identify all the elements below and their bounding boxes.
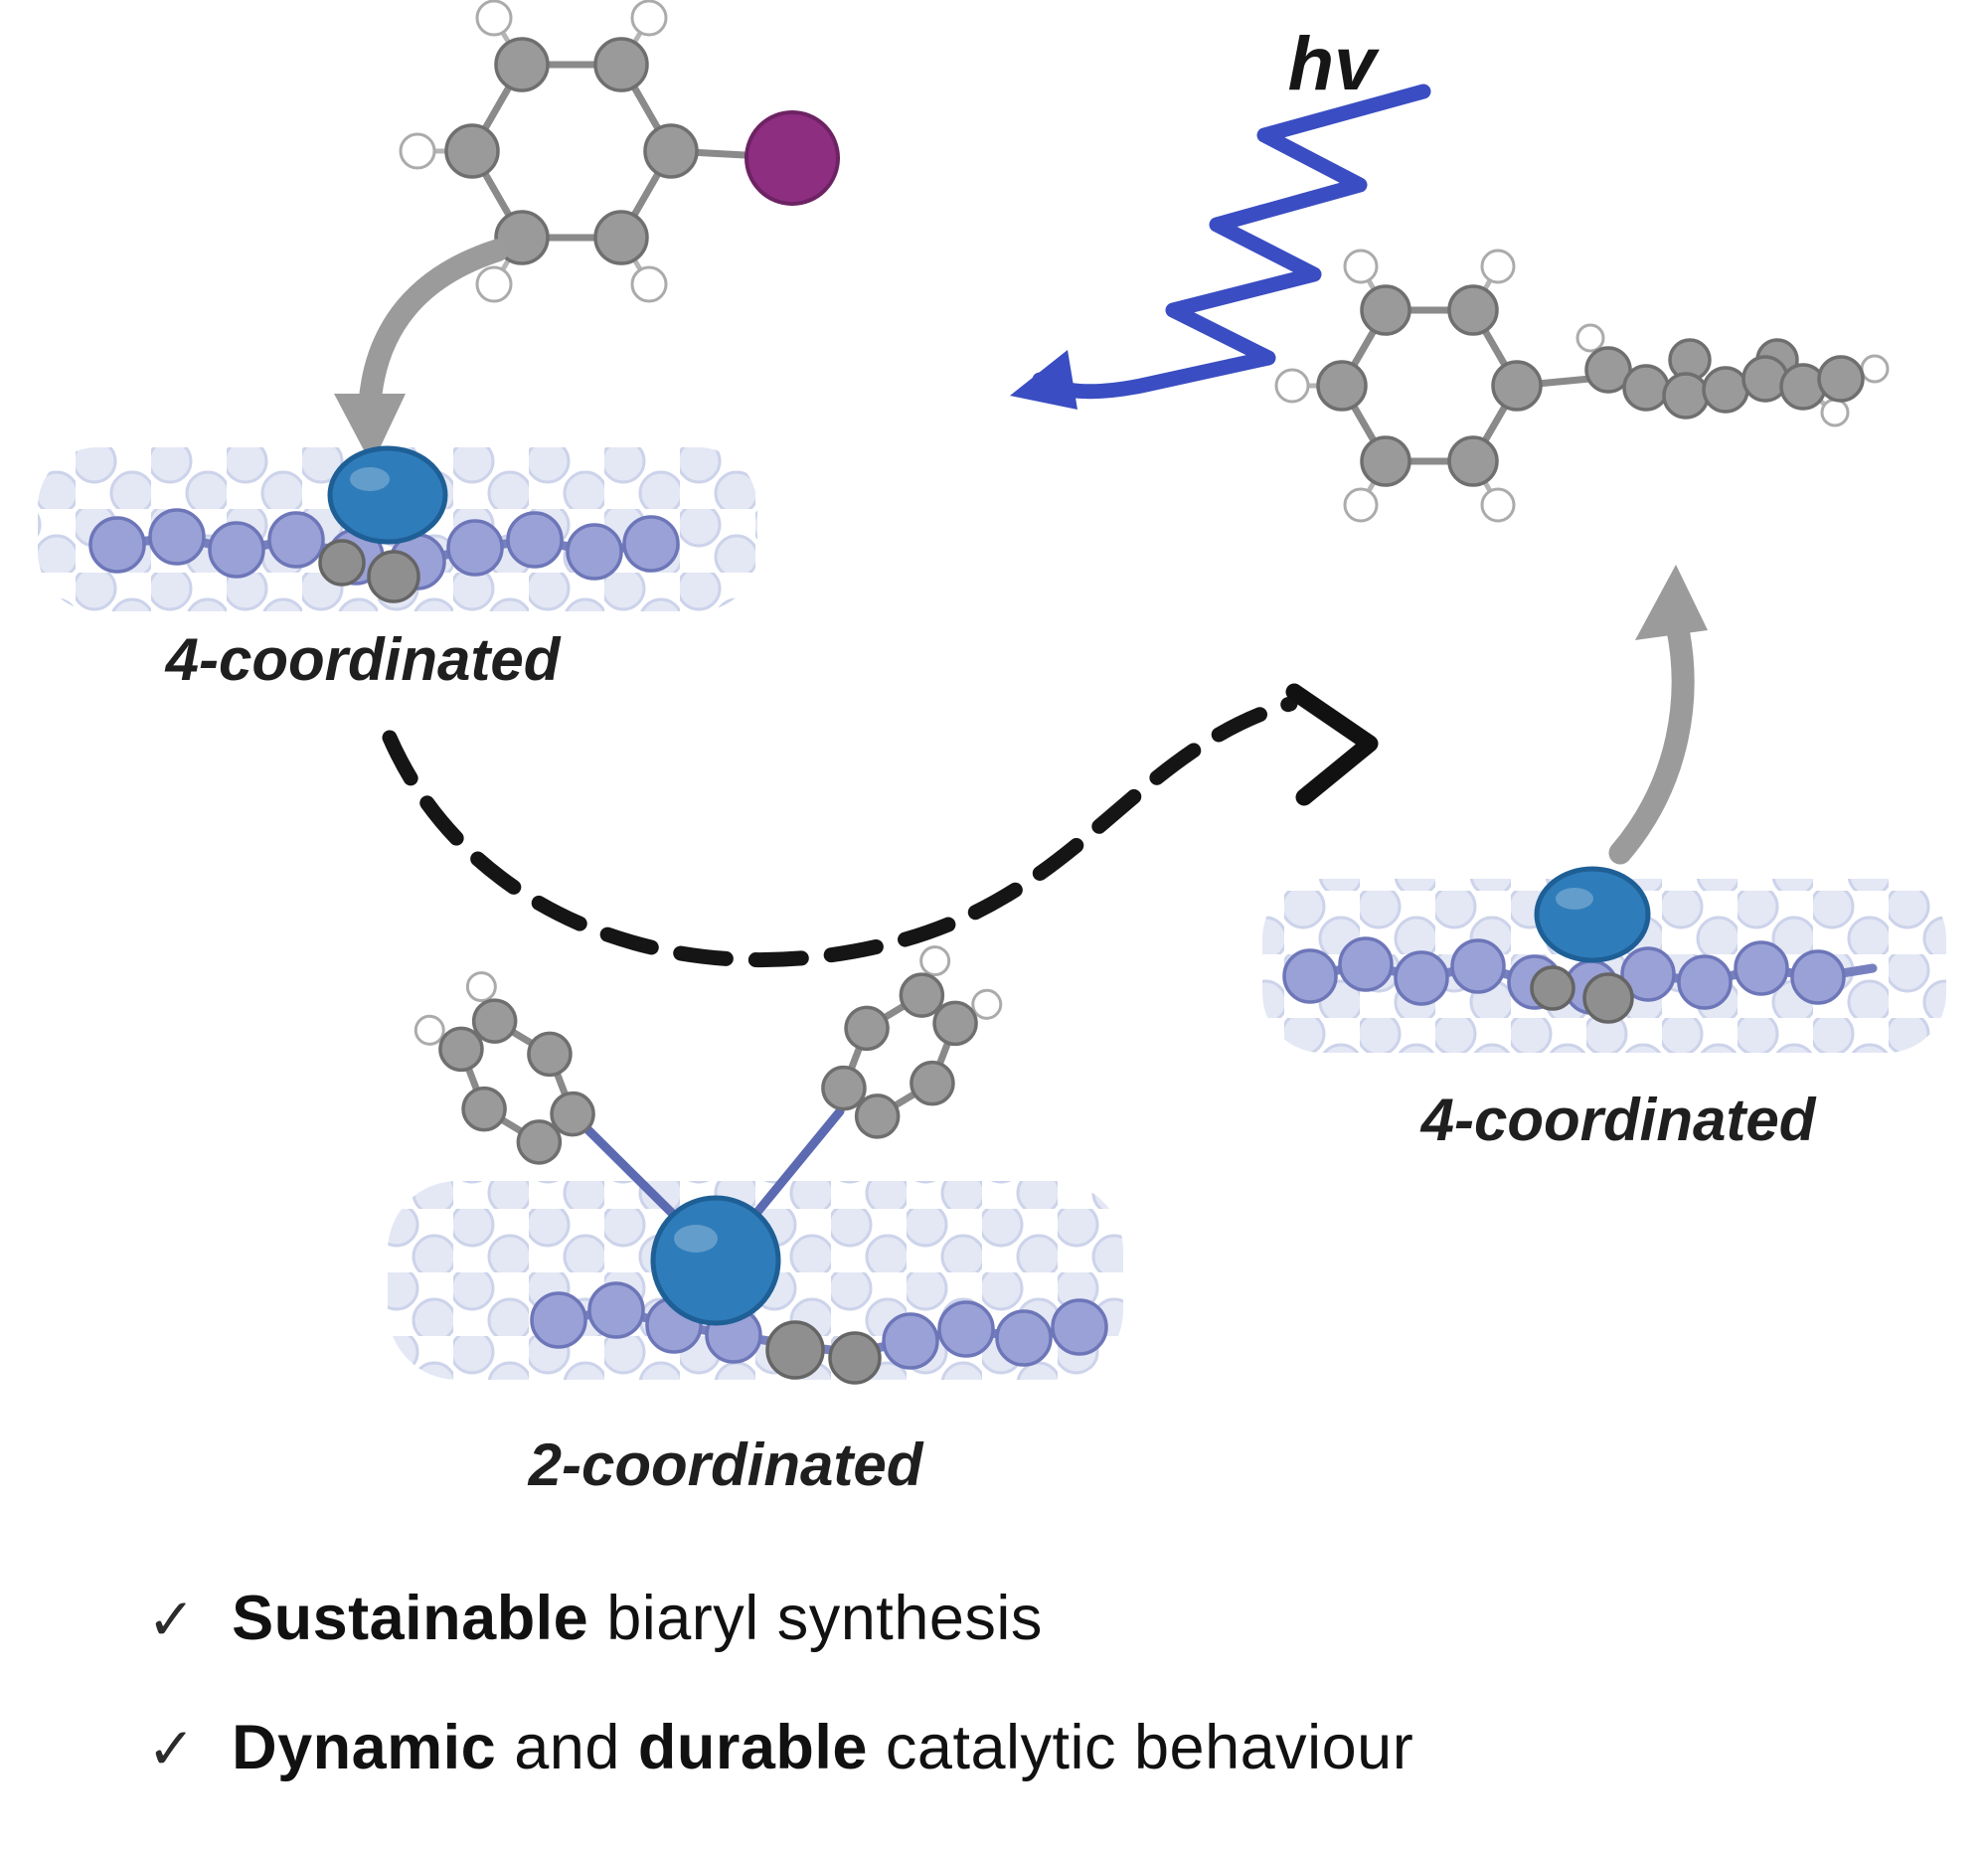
aryl-iodide-molecule bbox=[399, 0, 840, 303]
metal-atom bbox=[327, 445, 448, 545]
metal-highlight bbox=[1556, 888, 1593, 910]
catalyst-4coordinated-left: 4-coordinated bbox=[38, 445, 757, 693]
check-icon: ✓ bbox=[147, 1588, 197, 1652]
text-segment: and bbox=[496, 1713, 638, 1782]
catalyst-4coordinated-right: 4-coordinated bbox=[1262, 866, 1946, 1153]
product-ring-tilted bbox=[1575, 323, 1890, 427]
hv-label: hv bbox=[1288, 22, 1380, 106]
checklist-item-text: Sustainable biaryl synthesis bbox=[232, 1583, 1043, 1654]
biphenyl-product bbox=[1274, 249, 1890, 523]
checklist-item-1: ✓ Sustainable biaryl synthesis bbox=[147, 1583, 1413, 1654]
carbon-atoms bbox=[444, 37, 699, 265]
substrate-arrow bbox=[334, 239, 509, 465]
text-segment: Sustainable bbox=[232, 1584, 589, 1653]
iodine-atom bbox=[745, 110, 840, 206]
reaction-path-arrow bbox=[382, 683, 1379, 967]
phenyl-ligand-right bbox=[821, 945, 1003, 1139]
check-icon: ✓ bbox=[147, 1717, 197, 1781]
product-ring-front bbox=[1274, 249, 1604, 523]
bottom-catalyst-label: 2-coordinated bbox=[528, 1431, 924, 1498]
checklist: ✓ Sustainable biaryl synthesis ✓ Dynamic… bbox=[147, 1583, 1413, 1783]
metal-atom bbox=[1534, 866, 1651, 963]
ligand-atoms bbox=[530, 1281, 1108, 1385]
metal-highlight bbox=[350, 467, 390, 491]
metal-atom bbox=[650, 1195, 781, 1326]
phenyl-ligand-left bbox=[414, 971, 595, 1165]
checklist-item-text: Dynamic and durable catalytic behaviour bbox=[232, 1712, 1413, 1783]
complex-2coordinated: 2-coordinated bbox=[388, 945, 1123, 1498]
left-catalyst-label: 4-coordinated bbox=[165, 626, 562, 693]
hydrogen-atoms bbox=[399, 0, 668, 303]
photon-arrowhead bbox=[1010, 350, 1077, 410]
ligand-atoms bbox=[1282, 936, 1846, 1024]
metal-highlight bbox=[674, 1225, 718, 1253]
text-segment: Dynamic bbox=[232, 1713, 497, 1782]
text-segment: catalytic behaviour bbox=[867, 1713, 1414, 1782]
text-segment: biaryl synthesis bbox=[588, 1584, 1043, 1653]
checklist-item-2: ✓ Dynamic and durable catalytic behaviou… bbox=[147, 1712, 1413, 1783]
product-arrow bbox=[1608, 565, 1708, 865]
text-segment: durable bbox=[637, 1713, 868, 1782]
ligand-atoms bbox=[88, 508, 680, 603]
right-catalyst-label: 4-coordinated bbox=[1420, 1087, 1817, 1153]
photon-arrow: hv bbox=[1010, 22, 1431, 410]
